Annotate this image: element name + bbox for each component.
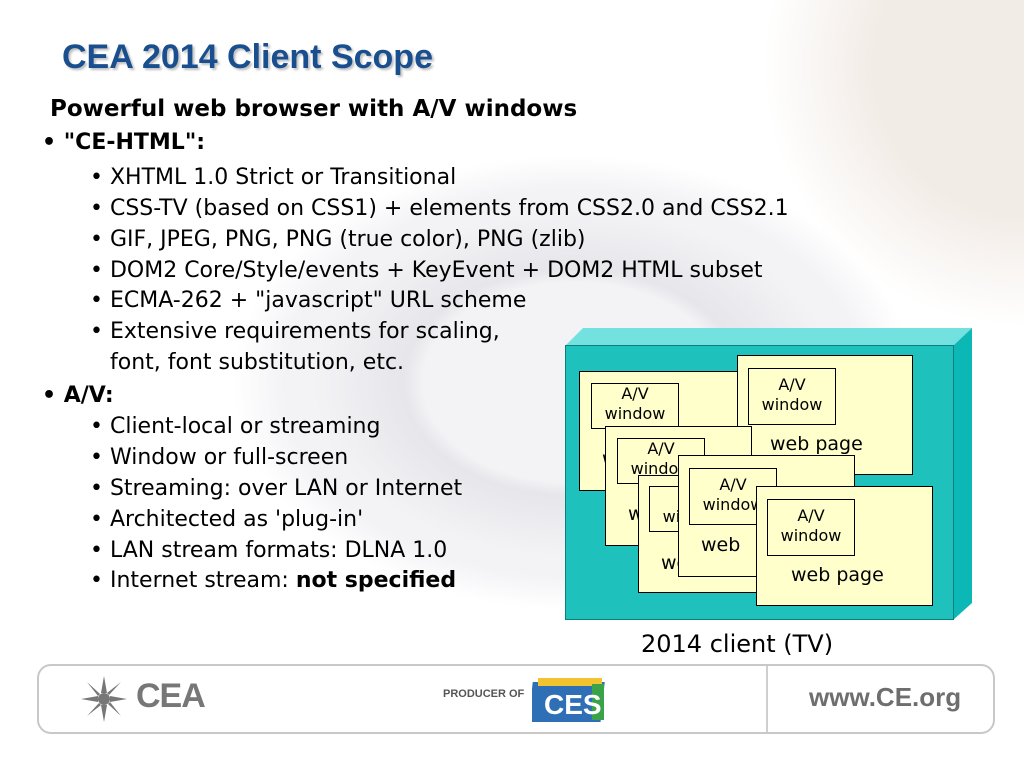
bullet-streaming: • Streaming: over LAN or Internet (90, 476, 463, 501)
bullet-css-tv: • CSS-TV (based on CSS1) + elements from… (90, 196, 789, 221)
slide-subheading: Powerful web browser with A/V windows (50, 96, 578, 122)
bullet-dom2: • DOM2 Core/Style/events + KeyEvent + DO… (90, 258, 763, 283)
footer-divider (766, 666, 768, 732)
diagram-caption: 2014 client (TV) (641, 630, 834, 658)
av-window: A/V window (591, 383, 679, 429)
bullet-internet-stream: • Internet stream: not specified (90, 568, 456, 593)
bullet-ce-html: • "CE-HTML": (42, 130, 206, 155)
website-url: www.CE.org (809, 682, 962, 712)
ces-logo-icon: CES (532, 678, 605, 722)
footer-bar: CEA PRODUCER OF CES www.CE.org (37, 664, 995, 734)
web-page-front: A/V window web page (756, 486, 933, 606)
bullet-client-local: • Client-local or streaming (90, 414, 381, 439)
bullet-lan-formats: • LAN stream formats: DLNA 1.0 (90, 538, 448, 563)
cea-starburst-icon (81, 676, 127, 722)
cea-logo-text: CEA (136, 677, 206, 715)
av-window: A/V window (748, 368, 836, 425)
av-window: A/V window (767, 499, 855, 556)
slide-title: CEA 2014 Client Scope (62, 38, 433, 76)
bullet-scaling-continued: font, font substitution, etc. (110, 350, 405, 375)
web-page-label: web page (791, 564, 884, 586)
bullet-ecma: • ECMA-262 + "javascript" URL scheme (90, 288, 527, 313)
producer-of-label: PRODUCER OF (443, 688, 525, 700)
not-specified-text: not specified (295, 568, 457, 593)
bullet-window-fullscreen: • Window or full-screen (90, 445, 349, 470)
bullet-xhtml: • XHTML 1.0 Strict or Transitional (90, 165, 457, 190)
bullet-plugin: • Architected as 'plug-in' (90, 507, 364, 532)
ces-logo-text: CES (544, 689, 602, 720)
bullet-image-formats: • GIF, JPEG, PNG, PNG (true color), PNG … (90, 227, 586, 252)
internet-stream-label: • Internet stream: (90, 568, 296, 593)
web-page-label: web (701, 534, 741, 556)
tv-box-side-face (953, 328, 972, 620)
bullet-av: • A/V: (42, 383, 114, 408)
bullet-scaling: • Extensive requirements for scaling, (90, 319, 500, 344)
tv-box-top-face (565, 328, 972, 346)
web-page-label: web page (770, 433, 863, 455)
